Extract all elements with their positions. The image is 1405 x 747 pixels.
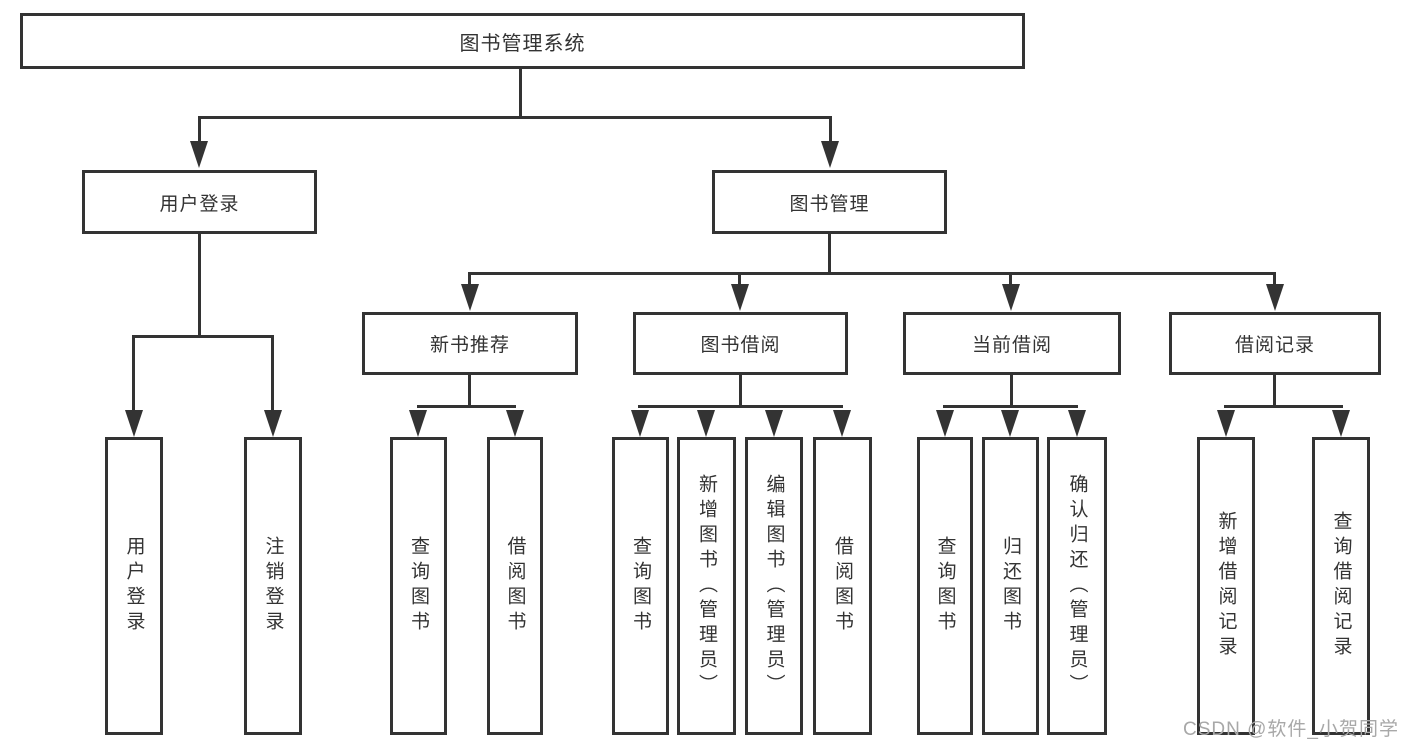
node-user-login: 用户登录 xyxy=(82,170,317,234)
connector-line xyxy=(198,116,832,119)
arrow-down-icon xyxy=(631,410,649,437)
arrow-down-icon xyxy=(765,410,783,437)
connector-line xyxy=(828,234,831,275)
connector-line xyxy=(519,69,522,118)
connector-line xyxy=(132,335,135,413)
node-library-system: 图书管理系统 xyxy=(20,13,1025,69)
node-book-management: 图书管理 xyxy=(712,170,947,234)
connector-line xyxy=(1009,272,1012,288)
arrow-down-icon xyxy=(731,284,749,311)
arrow-down-icon xyxy=(190,141,208,168)
leaf-return-books: 归还图书 xyxy=(982,437,1039,735)
arrow-down-icon xyxy=(936,410,954,437)
connector-line xyxy=(1224,405,1343,408)
arrow-down-icon xyxy=(697,410,715,437)
arrow-down-icon xyxy=(409,410,427,437)
connector-line xyxy=(1010,375,1013,407)
arrow-down-icon xyxy=(1266,284,1284,311)
leaf-query-books-recommend: 查询图书 xyxy=(390,437,447,735)
node-borrowing-records: 借阅记录 xyxy=(1169,312,1381,375)
connector-line xyxy=(739,375,742,407)
arrow-down-icon xyxy=(1068,410,1086,437)
arrow-down-icon xyxy=(461,284,479,311)
arrow-down-icon xyxy=(833,410,851,437)
connector-line xyxy=(1273,375,1276,407)
node-current-borrowing: 当前借阅 xyxy=(903,312,1121,375)
leaf-confirm-return-admin: 确认归还（管理员） xyxy=(1047,437,1107,735)
connector-line xyxy=(198,116,201,143)
node-new-book-recommendation: 新书推荐 xyxy=(362,312,578,375)
connector-line xyxy=(738,272,741,288)
leaf-add-books-admin: 新增图书（管理员） xyxy=(677,437,736,735)
connector-line xyxy=(417,405,516,408)
arrow-down-icon xyxy=(1332,410,1350,437)
connector-line xyxy=(133,335,274,338)
leaf-add-borrow-record: 新增借阅记录 xyxy=(1197,437,1255,735)
connector-line xyxy=(829,116,832,143)
leaf-query-books-current: 查询图书 xyxy=(917,437,973,735)
connector-line xyxy=(468,272,471,288)
connector-line xyxy=(638,405,843,408)
arrow-down-icon xyxy=(264,410,282,437)
node-book-borrowing: 图书借阅 xyxy=(633,312,848,375)
leaf-borrow-books-recommend: 借阅图书 xyxy=(487,437,543,735)
connector-line xyxy=(198,234,201,338)
connector-line xyxy=(468,375,471,407)
connector-line xyxy=(1273,272,1276,288)
connector-line xyxy=(943,405,1078,408)
csdn-watermark: CSDN @软件_小贺同学 xyxy=(1183,719,1399,740)
leaf-user-login: 用户登录 xyxy=(105,437,163,735)
arrow-down-icon xyxy=(506,410,524,437)
connector-line xyxy=(271,335,274,413)
arrow-down-icon xyxy=(1001,410,1019,437)
leaf-borrow-books: 借阅图书 xyxy=(813,437,872,735)
arrow-down-icon xyxy=(821,141,839,168)
connector-line xyxy=(469,272,1276,275)
leaf-query-borrow-record: 查询借阅记录 xyxy=(1312,437,1370,735)
arrow-down-icon xyxy=(1217,410,1235,437)
leaf-query-books-borrow: 查询图书 xyxy=(612,437,669,735)
leaf-edit-books-admin: 编辑图书（管理员） xyxy=(745,437,803,735)
arrow-down-icon xyxy=(125,410,143,437)
arrow-down-icon xyxy=(1002,284,1020,311)
leaf-logout-login: 注销登录 xyxy=(244,437,302,735)
